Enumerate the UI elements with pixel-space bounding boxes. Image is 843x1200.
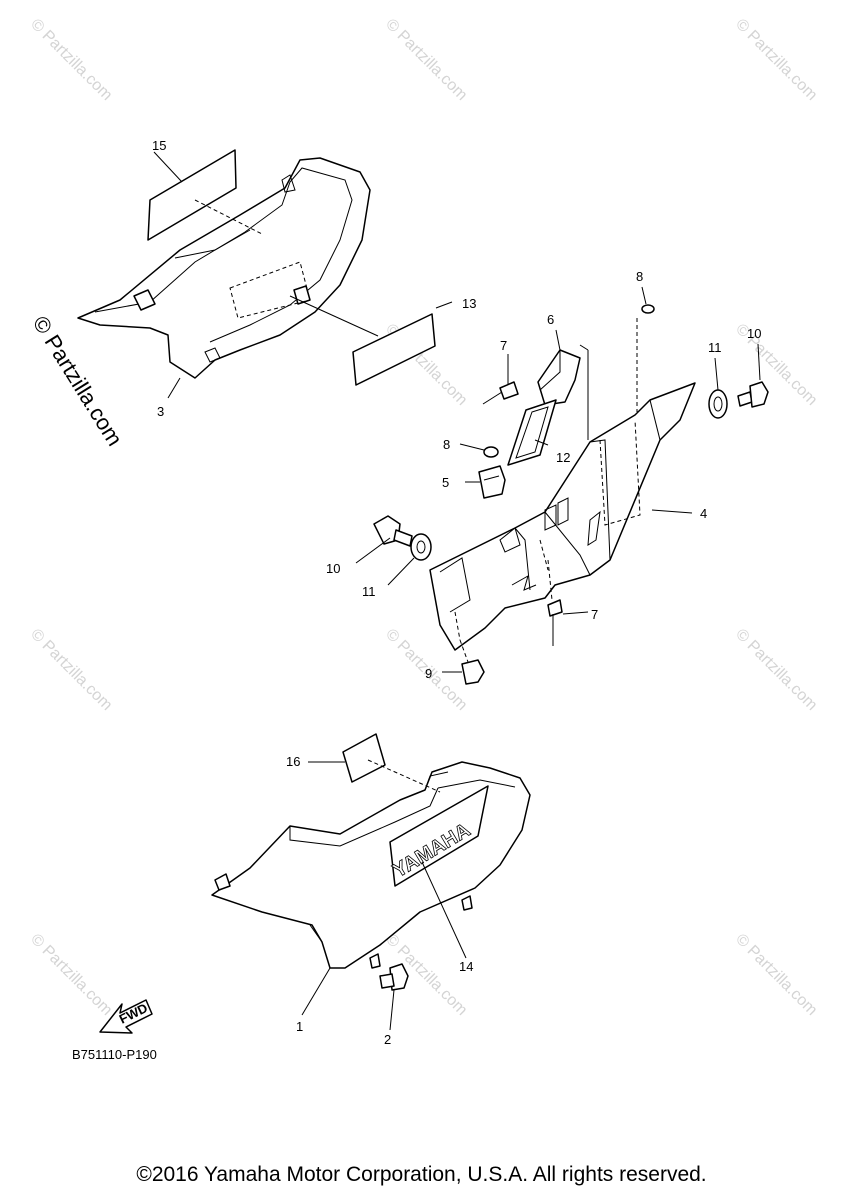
watermark-text: © Partzilla.com	[27, 16, 115, 104]
watermark-text: © Partzilla.com	[732, 931, 820, 1019]
screw-part-2	[379, 963, 409, 991]
strap-part-12	[507, 399, 557, 466]
callout-number: 8	[636, 269, 643, 284]
grommet-right	[708, 389, 728, 419]
callout-number: 5	[442, 475, 449, 490]
side-watermark: © Partzilla.com	[28, 311, 128, 450]
reference-code: B751110-P190	[72, 1047, 157, 1062]
watermark-text: © Partzilla.com	[732, 626, 820, 714]
label-13-sticker	[289, 295, 436, 386]
watermark-text: © Partzilla.com	[27, 626, 115, 714]
callout-number: 11	[708, 340, 722, 355]
callout-number: 6	[547, 312, 554, 327]
watermark-text: © Partzilla.com	[27, 931, 115, 1019]
grommet-left	[410, 533, 432, 561]
leader-lines	[153, 151, 761, 1031]
callout-layer: 1 2 3 4 5 6 7 7 8 8 9 10 10 11 11 12 13 …	[152, 138, 761, 1047]
callout-number: 2	[384, 1032, 391, 1047]
copyright-notice: ©2016 Yamaha Motor Corporation, U.S.A. A…	[136, 1163, 707, 1186]
callout-number: 16	[286, 754, 300, 769]
label-15-sticker	[147, 149, 263, 241]
bolt-left	[373, 515, 413, 547]
watermark-text: © Partzilla.com	[382, 16, 470, 104]
callout-number: 10	[326, 561, 340, 576]
washer-part-8	[483, 304, 655, 458]
callout-number: 1	[296, 1019, 303, 1034]
callout-number: 13	[462, 296, 476, 311]
label-16-sticker	[342, 733, 441, 793]
bolt-right	[737, 381, 769, 408]
callout-number: 7	[591, 607, 598, 622]
callout-number: 9	[425, 666, 432, 681]
side-cover-upper	[77, 157, 371, 379]
bracket-assembly	[429, 382, 696, 651]
callout-number: 3	[157, 404, 164, 419]
callout-number: 4	[700, 506, 707, 521]
callout-number: 12	[556, 450, 570, 465]
callout-number: 7	[500, 338, 507, 353]
rivet-lower	[547, 559, 563, 646]
side-cover-lower: YAMAHA	[211, 761, 531, 969]
callout-number: 14	[459, 959, 473, 974]
rivet-upper	[482, 381, 519, 405]
callout-number: 15	[152, 138, 166, 153]
callout-number: 8	[443, 437, 450, 452]
clip-part-5	[478, 465, 506, 499]
callout-number: 11	[362, 584, 376, 599]
damper-part-9	[459, 639, 485, 685]
watermark-text: © Partzilla.com	[732, 16, 820, 104]
callout-number: 10	[747, 326, 761, 341]
